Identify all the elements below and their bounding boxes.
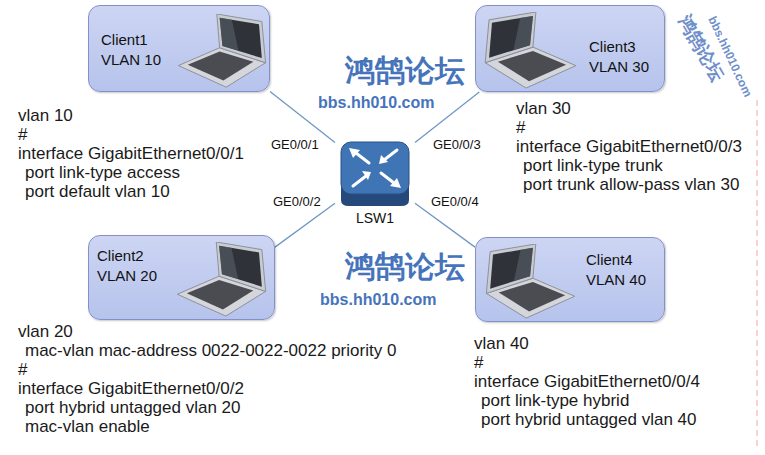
config-line: interface GigabitEthernet0/0/1 xyxy=(18,144,244,163)
dashed-border xyxy=(757,100,758,450)
config-line: interface GigabitEthernet0/0/2 xyxy=(18,379,244,398)
link-line xyxy=(415,203,475,247)
link-line xyxy=(275,203,335,247)
client-box: Client2VLAN 20 xyxy=(88,235,275,320)
switch-node: LSW1 xyxy=(335,138,415,227)
config-line: # xyxy=(18,360,27,379)
client-box: Client3VLAN 30 xyxy=(475,5,665,92)
device-name: Client2 xyxy=(97,246,157,266)
config-line: port link-type trunk xyxy=(523,156,663,175)
config-line: vlan 30 xyxy=(516,99,571,118)
node-text-group: Client4VLAN 40 xyxy=(586,250,646,290)
laptop-icon xyxy=(174,14,269,89)
vlan-label: VLAN 40 xyxy=(586,270,646,290)
node-text-group: Client3VLAN 30 xyxy=(589,37,649,77)
device-name: Client1 xyxy=(101,30,161,50)
port-label: GE0/0/2 xyxy=(272,194,322,209)
node-text-group: Client1VLAN 10 xyxy=(101,30,161,70)
port-label: GE0/0/1 xyxy=(270,137,320,152)
config-line: vlan 10 xyxy=(18,106,73,125)
config-line: port trunk allow-pass vlan 30 xyxy=(523,175,739,194)
config-line: mac-vlan enable xyxy=(25,417,150,436)
node-text-group: Client2VLAN 20 xyxy=(97,246,157,286)
client-box: Client1VLAN 10 xyxy=(88,5,270,92)
vlan-label: VLAN 30 xyxy=(589,57,649,77)
config-line: vlan 40 xyxy=(474,334,529,353)
laptop-icon xyxy=(171,242,271,318)
laptop-icon xyxy=(481,244,581,320)
device-name: LSW1 xyxy=(335,210,415,227)
config-line: # xyxy=(516,118,525,137)
config-line: port hybrid untagged vlan 40 xyxy=(481,410,697,429)
config-line: port link-type access xyxy=(25,163,180,182)
watermark: bbs.hh010.com xyxy=(320,290,436,309)
config-line: interface GigabitEthernet0/0/4 xyxy=(474,372,700,391)
vlan-label: VLAN 20 xyxy=(97,266,157,286)
node-text-group: LSW1 xyxy=(335,210,415,227)
config-line: port link-type hybrid xyxy=(481,391,629,410)
watermark: 鸿鹄论坛 xyxy=(345,250,465,284)
device-name: Client4 xyxy=(586,250,646,270)
config-line: port default vlan 10 xyxy=(25,182,170,201)
device-name: Client3 xyxy=(589,37,649,57)
switch-icon xyxy=(335,138,415,210)
config-line: mac-vlan mac-address 0022-0022-0022 prio… xyxy=(25,341,396,360)
watermark: 鸿鹄论坛 xyxy=(345,54,465,88)
config-line: interface GigabitEthernet0/0/3 xyxy=(516,137,742,156)
config-line: vlan 20 xyxy=(18,322,73,341)
vlan-label: VLAN 10 xyxy=(101,50,161,70)
config-line: # xyxy=(18,125,27,144)
client-box: Client4VLAN 40 xyxy=(475,237,665,322)
port-label: GE0/0/3 xyxy=(432,137,482,152)
port-label: GE0/0/4 xyxy=(430,194,480,209)
watermark: bbs.hh010.com xyxy=(318,93,434,112)
config-line: port hybrid untagged vlan 20 xyxy=(25,398,241,417)
laptop-icon xyxy=(481,12,581,90)
config-line: # xyxy=(474,353,483,372)
